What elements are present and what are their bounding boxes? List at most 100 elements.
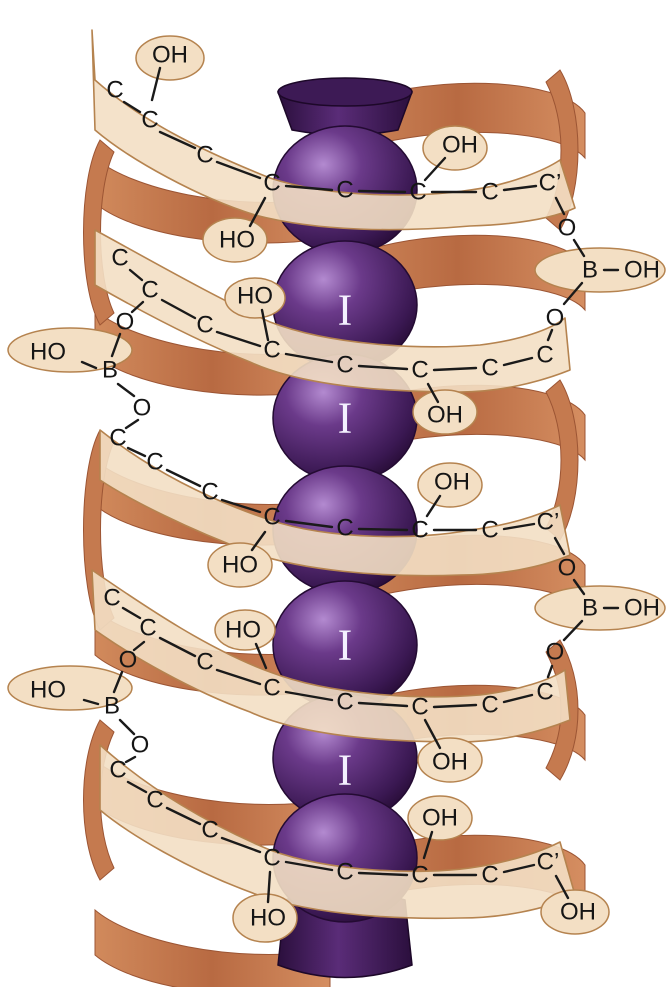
bond-line <box>220 498 262 514</box>
back-ribbon-left-6 <box>94 908 331 987</box>
atom-ho-t2: HO <box>237 283 273 310</box>
iodine-column-top-rim <box>277 77 413 107</box>
atom-b-r2: B <box>582 595 598 622</box>
bond-line <box>82 698 100 706</box>
atom-c-t5-2: C <box>146 787 163 814</box>
front-ribbon-turn-2 <box>94 229 571 393</box>
atom-c-t1-1: C <box>106 77 123 104</box>
front-ribbon-turn-1 <box>91 29 576 231</box>
bond-line <box>423 156 447 182</box>
atom-ho-t3: HO <box>222 552 258 579</box>
hydroxyl-tab-4-oh <box>417 737 483 783</box>
hydroxyl-tab-1-oh <box>422 125 488 171</box>
atom-c-t2-8: C <box>536 342 553 369</box>
atom-c-t3-7: C <box>481 517 498 544</box>
atom-o-l1-b: O <box>133 395 152 422</box>
atom-c-t1-5: C <box>336 177 353 204</box>
atom-c-t5-7: C <box>481 862 498 889</box>
bond-line <box>284 184 334 192</box>
bond-line <box>158 130 197 150</box>
atom-c-t1-2: C <box>141 107 158 134</box>
hydroxyl-tab-1-ho <box>202 217 268 263</box>
hydroxyl-tab-3-oh <box>417 462 483 508</box>
bond-line <box>124 418 140 430</box>
iodine-label-3: I <box>338 621 353 670</box>
bond-line <box>121 606 142 620</box>
atom-ho-b-l1: HO <box>30 339 66 366</box>
bond-line <box>432 366 478 372</box>
borate-tab-left-1 <box>7 327 133 373</box>
atom-c-t3-3: C <box>201 479 218 506</box>
bond-line <box>130 300 145 314</box>
bond-line <box>425 494 442 518</box>
atom-oh-top: OH <box>152 42 188 69</box>
atom-oh-t4: OH <box>432 749 468 776</box>
bond-line <box>423 718 442 750</box>
iodine-label-4: I <box>338 746 353 795</box>
atom-c-t3-1: C <box>109 425 126 452</box>
borate-tab-right-1 <box>534 247 666 293</box>
atom-c-t4-2: C <box>139 615 156 642</box>
atom-c-t2-1: C <box>111 245 128 272</box>
bond-line <box>124 755 137 764</box>
atom-c-t3-5: C <box>336 515 353 542</box>
atom-c-t4-3: C <box>196 649 213 676</box>
bond-line <box>422 830 434 860</box>
bond-line <box>553 536 566 556</box>
bond-line <box>502 693 534 704</box>
bond-line <box>80 360 98 370</box>
atom-ho-t5: HO <box>250 905 286 932</box>
bond-line <box>260 308 270 342</box>
atom-oh-t5-end: OH <box>560 899 596 926</box>
hydroxyl-tab-5-ho <box>232 893 298 943</box>
atom-c-t4-8: C <box>536 679 553 706</box>
atom-c-t2-5: C <box>336 352 353 379</box>
bond-line <box>572 238 586 258</box>
atom-oh-t3: OH <box>434 469 470 496</box>
atom-o-r2-a: O <box>558 555 577 582</box>
atom-c-t2-4: C <box>263 337 280 364</box>
iodine-label-1: I <box>338 286 353 335</box>
atom-o-l1-a: O <box>116 309 135 336</box>
bond-line <box>160 298 197 320</box>
atom-b-l2: B <box>104 693 120 720</box>
atom-oh-t5: OH <box>422 805 458 832</box>
atom-c-t2-6: C <box>411 357 428 384</box>
bond-line <box>502 184 538 192</box>
atom-c-t1-3: C <box>196 142 213 169</box>
atom-c-t5-6: C <box>411 862 428 889</box>
atom-o-r1-a: O <box>558 215 577 242</box>
atom-ho-t1: HO <box>219 227 255 254</box>
bond-line <box>254 642 268 670</box>
bond-line <box>122 100 142 114</box>
borate-tab-right-2 <box>534 585 666 631</box>
bond-line <box>284 519 334 529</box>
bond-line <box>250 530 267 552</box>
atom-c-t5-5: C <box>336 859 353 886</box>
atom-c-t4-4: C <box>263 675 280 702</box>
hydroxyl-tab-top-oh <box>135 35 205 81</box>
front-ribbon-turn-4 <box>91 569 571 743</box>
atom-ho-b-l2: HO <box>30 677 66 704</box>
bond-line <box>426 382 440 404</box>
atom-c-t1-7: C <box>481 179 498 206</box>
atom-c-t3-2: C <box>146 449 163 476</box>
bond-line <box>116 382 136 398</box>
bond-line <box>126 446 147 458</box>
hydroxyl-tab-3-ho <box>207 542 273 588</box>
bond-line <box>165 806 202 826</box>
bond-line <box>110 332 122 358</box>
bond-line <box>126 780 148 794</box>
hydroxyl-tab-4-ho <box>214 609 276 651</box>
atom-o-l2-b: O <box>131 732 150 759</box>
bond-line <box>554 196 566 216</box>
hydroxyl-tab-2-oh <box>412 389 478 435</box>
atom-oh-b-r1: OH <box>624 257 660 284</box>
bond-line <box>546 328 554 342</box>
bond-line <box>562 619 584 642</box>
bond-line <box>546 664 554 679</box>
atom-c-t4-7: C <box>481 692 498 719</box>
